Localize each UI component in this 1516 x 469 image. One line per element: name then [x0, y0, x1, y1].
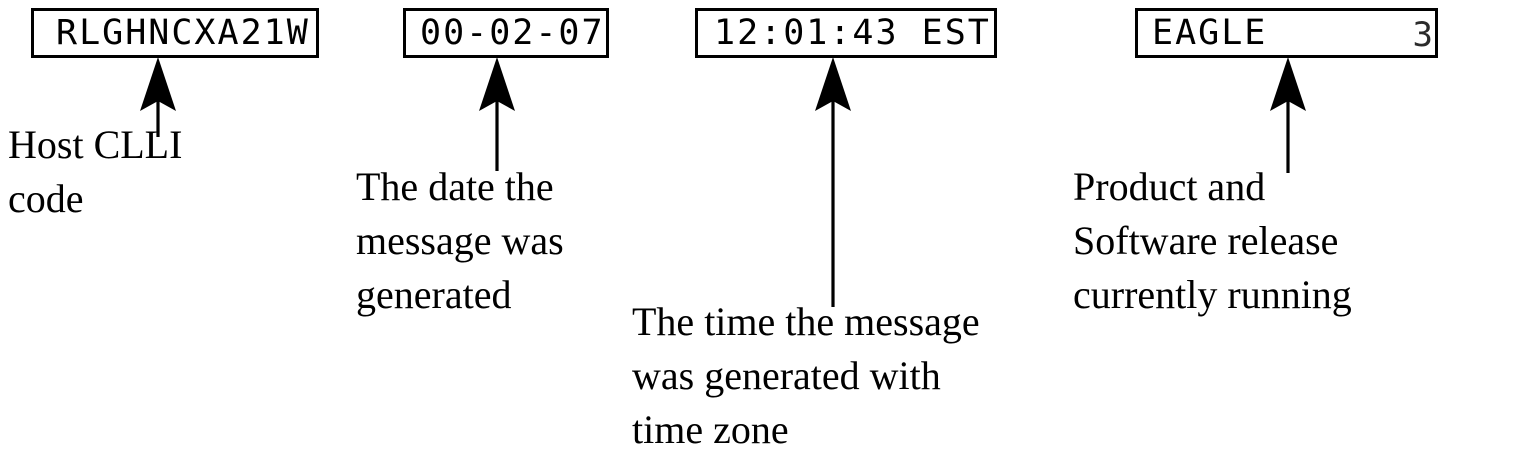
field-box-time: 12:01:43 EST [695, 8, 997, 58]
field-box-host-clli: RLGHNCXA21W [31, 8, 319, 58]
up-arrow-icon [140, 57, 176, 111]
clipped-release-fragment: 3 [1412, 15, 1433, 55]
caption-date: The date the message was generated [356, 164, 564, 317]
up-arrow-icon [479, 57, 515, 111]
date-value: 00-02-07 [420, 12, 605, 53]
caption-product: Product and Software release currently r… [1073, 164, 1352, 317]
arrow-date [479, 57, 515, 171]
time-value: 12:01:43 EST [714, 12, 991, 53]
up-arrow-icon [1270, 57, 1306, 111]
arrow-product [1270, 57, 1306, 173]
arrow-host-clli [140, 57, 176, 137]
up-arrow-icon [815, 57, 851, 111]
host-clli-value: RLGHNCXA21W [56, 12, 310, 53]
field-box-product: EAGLE 3 [1135, 8, 1438, 58]
caption-time: The time the message was generated with … [632, 299, 980, 452]
field-box-date: 00-02-07 [403, 8, 609, 58]
product-value: EAGLE [1152, 12, 1268, 53]
caption-host-clli: Host CLLI code [8, 122, 183, 221]
arrow-time [815, 57, 851, 307]
